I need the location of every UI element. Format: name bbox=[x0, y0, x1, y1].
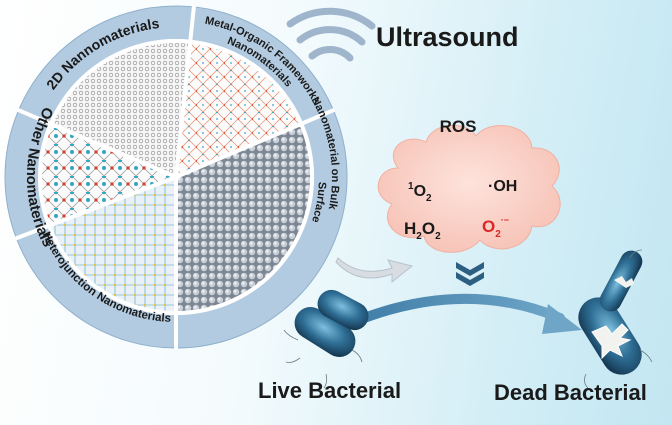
superoxide-label: O2·− bbox=[482, 215, 509, 240]
band-divider-line bbox=[14, 223, 52, 241]
singlet-oxygen-label: 1O2 bbox=[408, 181, 432, 204]
ultrasound-wave-icon bbox=[286, 7, 376, 62]
ros-title: ROS bbox=[440, 117, 477, 136]
segment-2d-nanomaterials bbox=[48, 39, 193, 180]
live-bacterial-label: Live Bacterial bbox=[258, 378, 402, 403]
curved-arrow-icon bbox=[339, 293, 582, 334]
band-divider-line bbox=[298, 107, 336, 127]
ros-cloud bbox=[377, 124, 561, 253]
dead-bacteria-icon bbox=[578, 249, 653, 389]
hydroxyl-label: ·OH bbox=[488, 178, 517, 195]
band-divider-line bbox=[16, 107, 54, 127]
segment-bulk-surface bbox=[174, 121, 314, 316]
hydrogen-peroxide-label: H2O2 bbox=[404, 219, 441, 242]
segment-heterojunction bbox=[46, 174, 178, 316]
segment-mof-nanomaterials bbox=[173, 39, 304, 181]
arrow-to-ros-icon bbox=[335, 257, 414, 284]
ultrasound-title: Ultrasound bbox=[376, 22, 519, 52]
band-dividers bbox=[14, 5, 336, 349]
live-bacteria-icon bbox=[283, 289, 369, 389]
band-divider-line bbox=[188, 5, 196, 44]
dead-bacterial-label: Dead Bacterial bbox=[494, 380, 647, 405]
segment-other-nanomaterials bbox=[38, 121, 182, 229]
double-chevron-down-icon bbox=[456, 262, 484, 286]
nanomaterial-wheel: 2D Nannomaterials Metal-Organic Framewor… bbox=[4, 5, 348, 349]
